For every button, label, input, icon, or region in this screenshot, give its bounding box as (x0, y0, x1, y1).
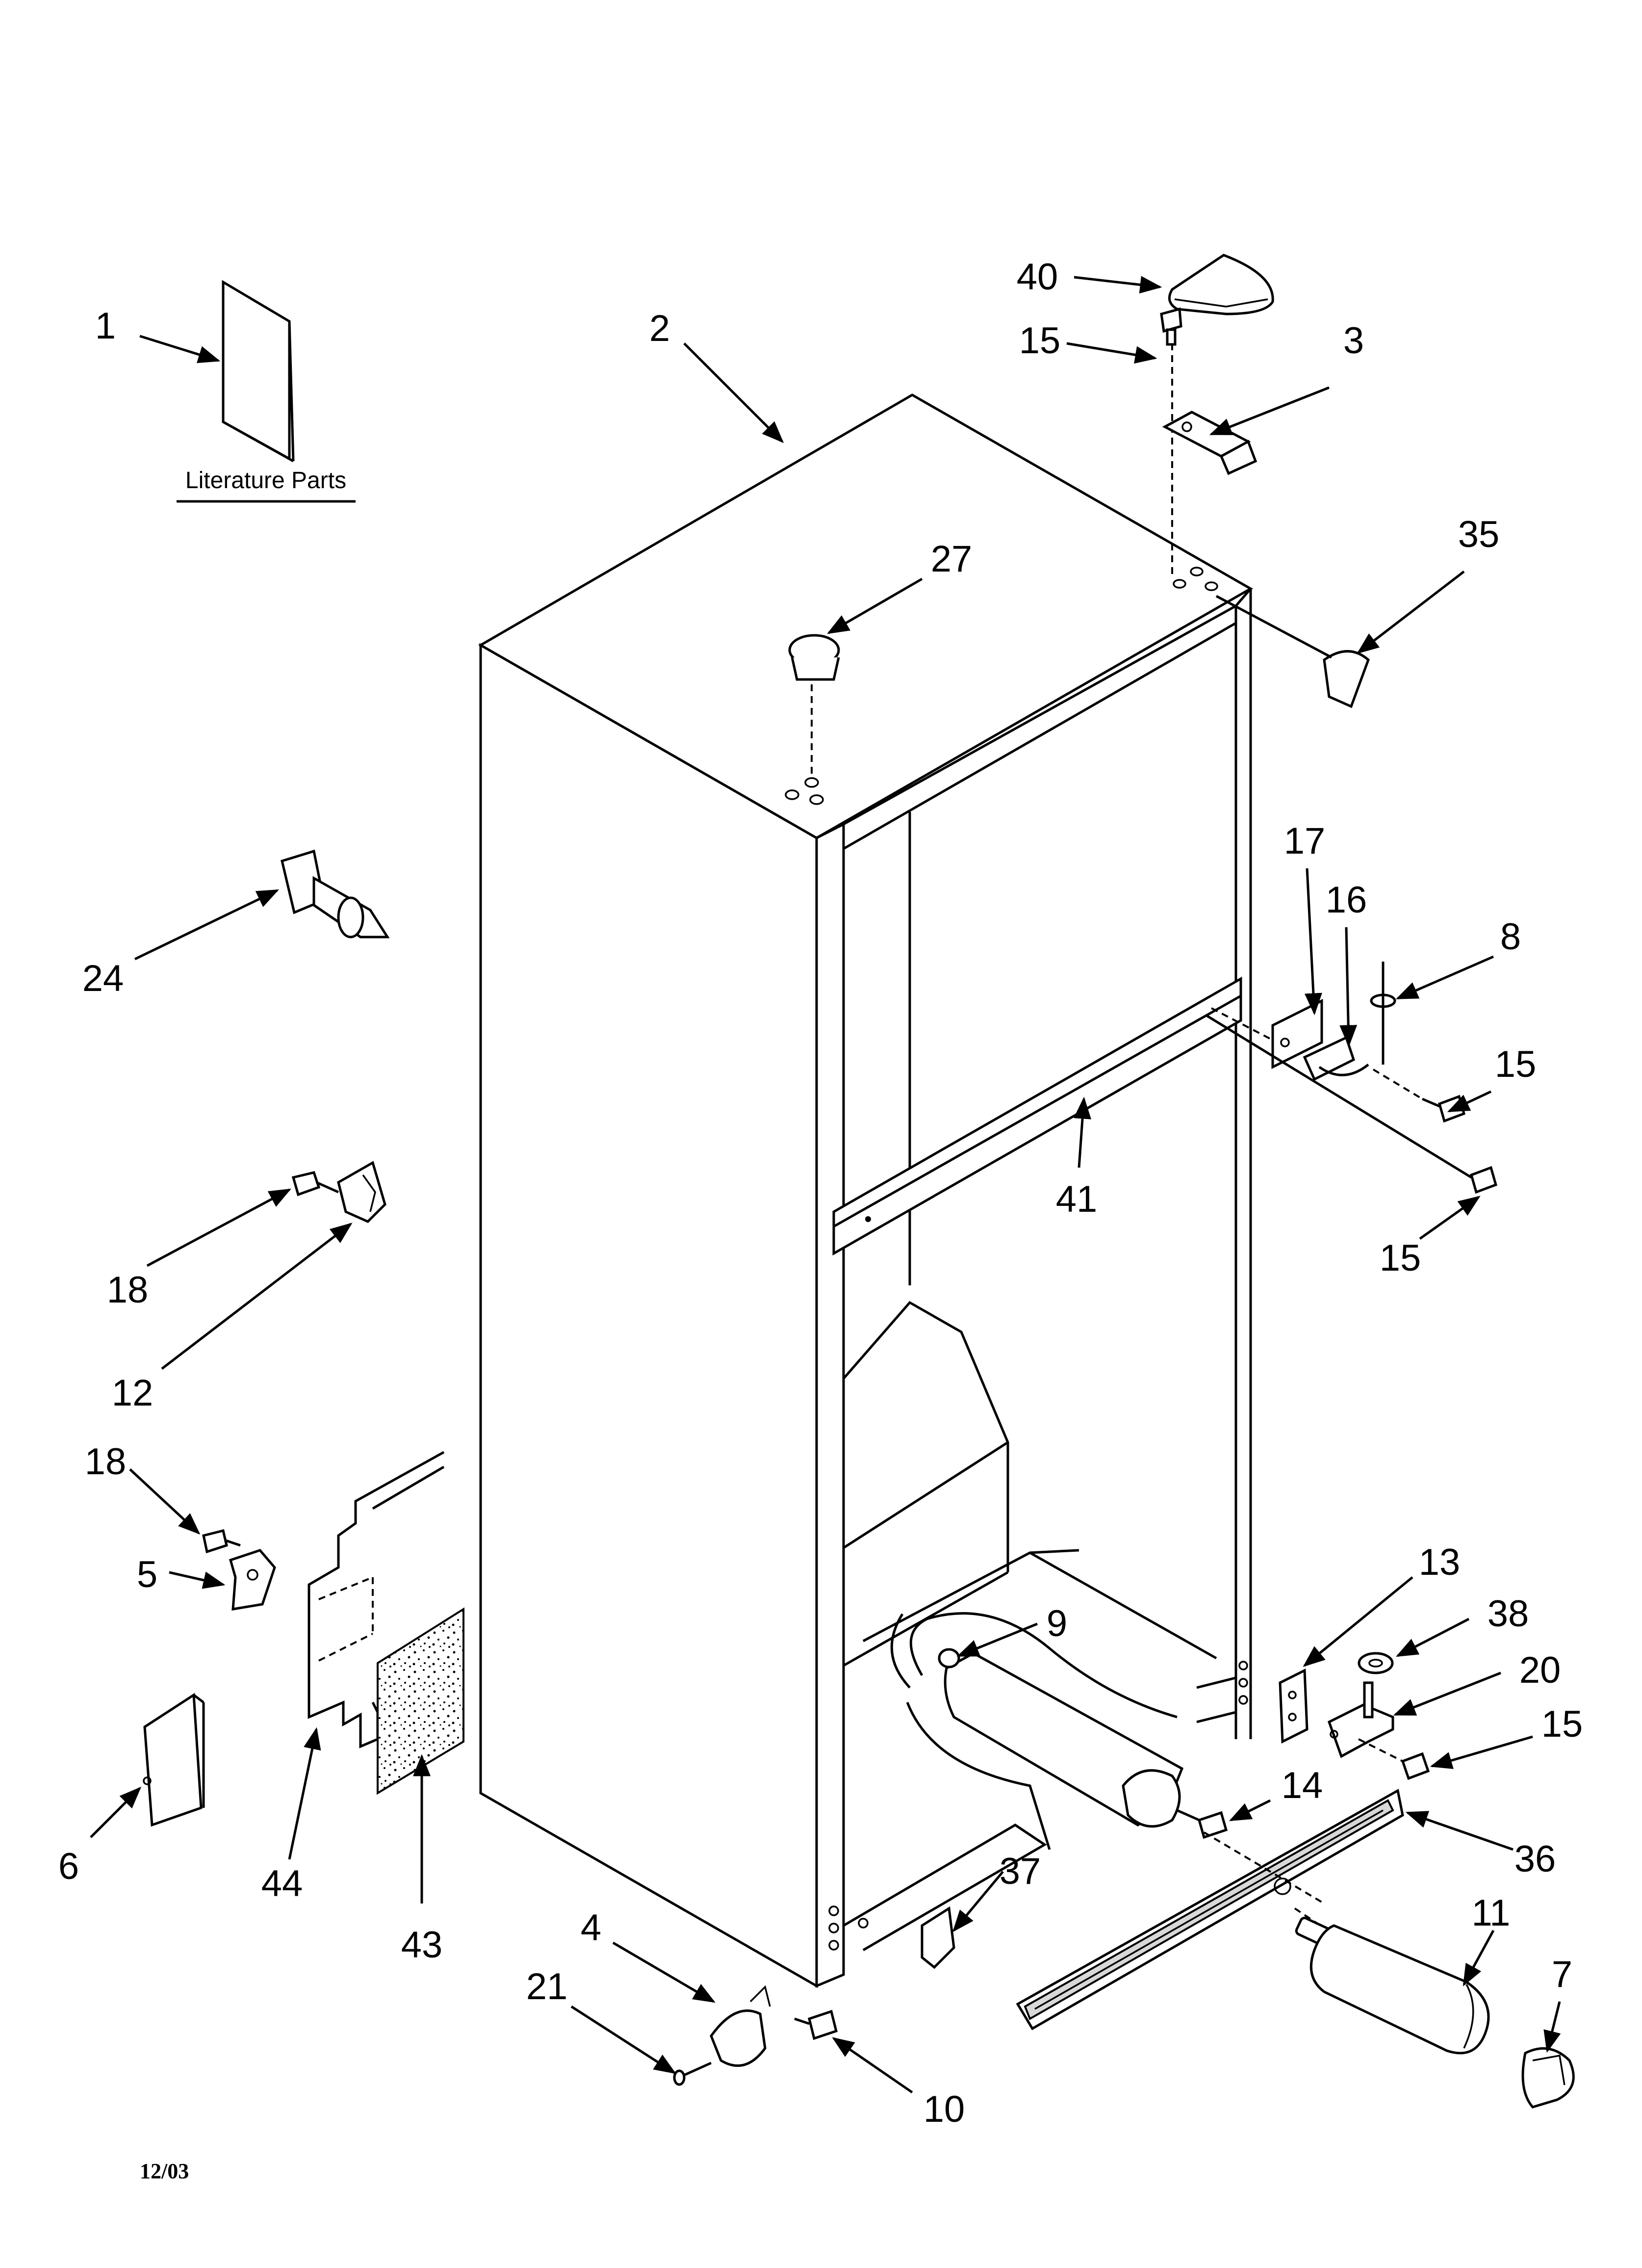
callout-labels: 1 2 40 15 3 35 27 24 17 16 8 15 41 15 18… (58, 256, 1583, 2130)
screw-part-15-mid (1422, 1095, 1466, 1123)
callout-16: 16 (1326, 879, 1367, 921)
screw-part-10 (794, 2009, 838, 2040)
hinge-pin-part-16 (1303, 1036, 1369, 1081)
callout-6: 6 (58, 1846, 79, 1887)
callout-35: 35 (1458, 514, 1500, 555)
callout-41: 41 (1056, 1178, 1098, 1220)
screw-part-15-mid-low (1206, 1014, 1498, 1194)
callout-15-mid: 15 (1495, 1043, 1537, 1085)
callout-1: 1 (95, 305, 116, 347)
callout-27: 27 (931, 538, 973, 580)
clip-part-37 (921, 1906, 955, 1969)
callout-20: 20 (1519, 1649, 1561, 1691)
callout-4: 4 (581, 1907, 601, 1949)
callout-11: 11 (1472, 1892, 1511, 1934)
hinge-cover-part-35 (1215, 595, 1370, 708)
screw-part-15-top (1160, 307, 1182, 579)
plug-part-27 (788, 634, 840, 775)
callout-38: 38 (1488, 1593, 1529, 1635)
screw-part-15-low (1358, 1738, 1430, 1780)
base-grille-part-36 (1016, 1789, 1404, 2031)
washer-part-38 (1358, 1652, 1394, 1674)
washer-part-8 (1370, 962, 1423, 1100)
literature-booklet-part-1 (222, 280, 295, 463)
insulation-pad-part-43 (377, 1607, 464, 1795)
callout-10: 10 (924, 2088, 965, 2130)
screw-part-18-upper (291, 1171, 339, 1197)
callout-15-low: 15 (1541, 1703, 1583, 1745)
filter-cap-part-7 (1521, 2047, 1575, 2109)
cover-part-6 (143, 1693, 205, 1827)
hinge-cap-part-40 (1168, 254, 1274, 315)
callout-7: 7 (1552, 1954, 1572, 1995)
callout-2: 2 (649, 308, 670, 349)
callout-44: 44 (261, 1863, 303, 1904)
date-code: 12/03 (140, 2159, 189, 2183)
callout-12: 12 (112, 1372, 154, 1414)
callout-18-upper: 18 (107, 1269, 149, 1311)
bottom-hinge-part-20 (1327, 1681, 1394, 1758)
refrigerator-cabinet (478, 393, 1254, 1988)
callout-15-top: 15 (1019, 320, 1061, 362)
bracket-part-12 (337, 1161, 386, 1223)
callout-5: 5 (137, 1554, 157, 1595)
roller-part-4 (710, 1985, 771, 2067)
callout-14: 14 (1282, 1765, 1323, 1806)
callout-37: 37 (1000, 1851, 1041, 1892)
callout-8: 8 (1500, 916, 1521, 958)
top-hinge-part-3 (1162, 411, 1257, 475)
leveling-leg-part-24 (281, 849, 390, 938)
clip-part-5 (229, 1549, 276, 1611)
callout-15-mid-low: 15 (1380, 1237, 1421, 1279)
callout-13: 13 (1419, 1541, 1461, 1583)
callout-24: 24 (82, 958, 124, 999)
literature-parts-label: Literature Parts (185, 468, 346, 494)
screw-part-21 (673, 2061, 712, 2086)
screw-part-18-lower (202, 1529, 241, 1554)
callout-18-lower: 18 (85, 1441, 127, 1483)
water-filter-part-11 (1295, 1917, 1490, 2055)
bracket-part-13 (1279, 1668, 1308, 1744)
callout-43: 43 (401, 1924, 443, 1966)
back-panel-part-44 (308, 1451, 445, 1748)
callout-40: 40 (1017, 256, 1058, 298)
callout-9: 9 (1047, 1603, 1067, 1644)
screw-part-14 (1176, 1809, 1228, 1839)
callout-21: 21 (526, 1966, 568, 2007)
filter-housing-part-9 (890, 1612, 1184, 1850)
leader-arrows (90, 276, 1561, 2094)
callout-36: 36 (1514, 1838, 1556, 1880)
callout-3: 3 (1343, 320, 1364, 362)
callout-17: 17 (1284, 820, 1326, 862)
center-rail-part-41 (832, 976, 1242, 1256)
